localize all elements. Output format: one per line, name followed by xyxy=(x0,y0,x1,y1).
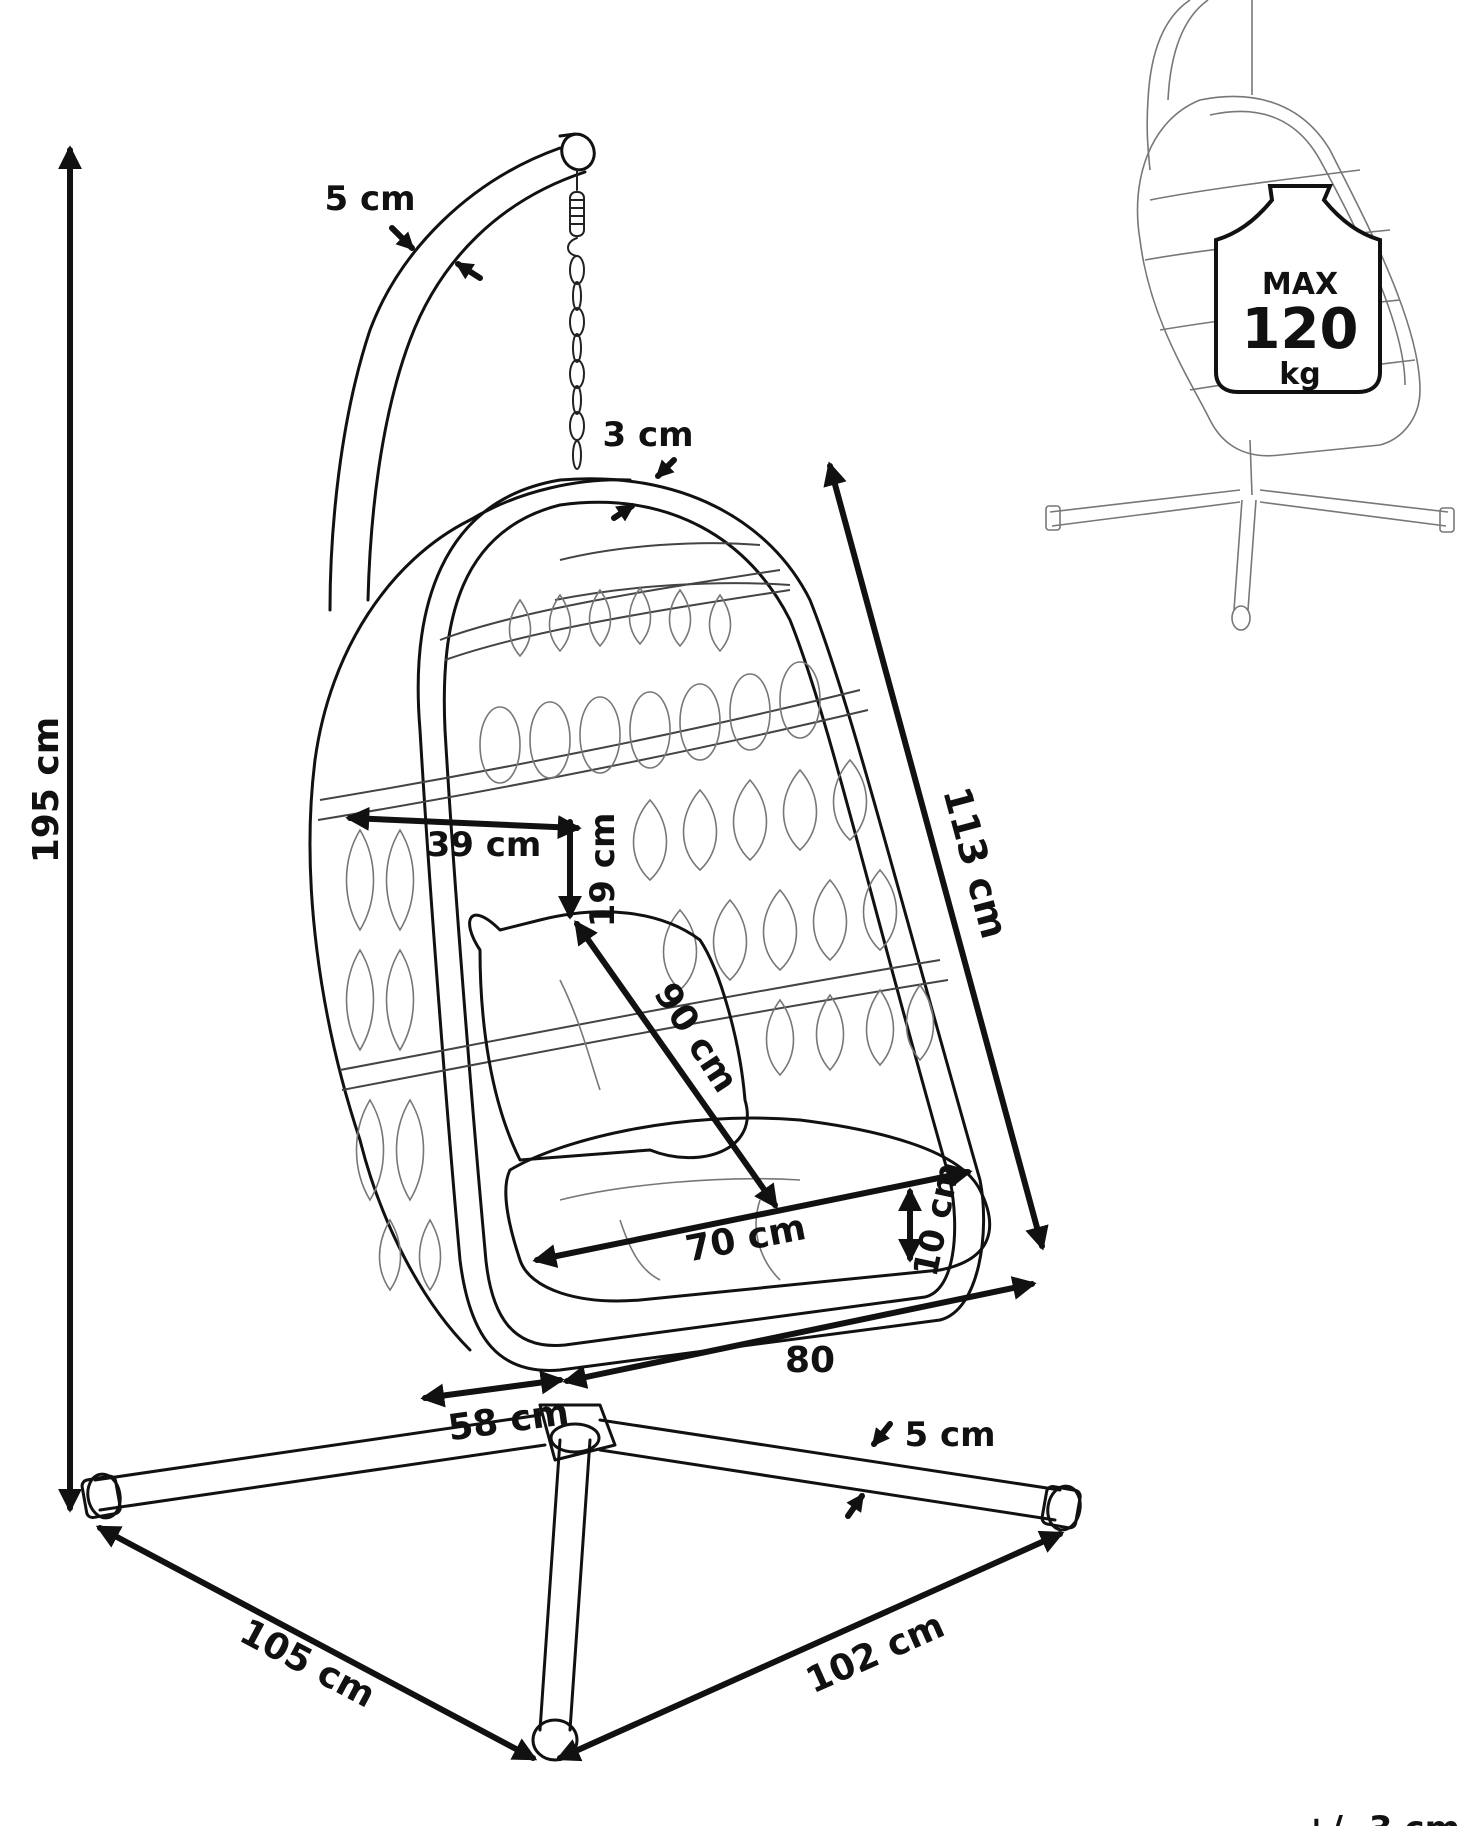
dim-line-80 xyxy=(562,1276,1037,1389)
dim-line-113 xyxy=(823,461,1049,1251)
label-113: 113 cm xyxy=(934,782,1017,943)
pointer-arm-b xyxy=(454,261,483,281)
dim-line-58 xyxy=(420,1370,565,1408)
weight-icon xyxy=(1214,184,1382,394)
chain xyxy=(567,169,585,470)
label-19: 19 cm xyxy=(583,813,623,928)
dim-line-70 xyxy=(532,1164,973,1268)
label-total-height: 195 cm xyxy=(26,717,67,864)
badge-max-label: MAX xyxy=(1262,267,1338,302)
chair-illustration xyxy=(80,132,1082,1762)
label-39: 39 cm xyxy=(427,825,542,865)
pointer-arm-a xyxy=(389,225,415,251)
pointer-base-a xyxy=(871,1421,893,1447)
label-tolerance: +/- 3 cm xyxy=(1302,1809,1460,1826)
dim-line-102 xyxy=(555,1530,1065,1762)
label-10: 10 cm xyxy=(906,1159,969,1280)
stand-base xyxy=(80,1403,1082,1762)
dim-line-39 xyxy=(345,806,582,840)
badge-unit: kg xyxy=(1279,357,1320,392)
label-frame-tube: 3 cm xyxy=(602,415,693,455)
max-load-badge: MAX 120 kg xyxy=(1214,184,1382,394)
dim-line-90 xyxy=(574,920,778,1209)
dimension-lines xyxy=(58,145,1065,1762)
badge-weight: 120 xyxy=(1242,297,1359,362)
pointer-frame-b xyxy=(611,503,635,522)
label-80: 80 xyxy=(785,1340,835,1381)
label-base-tube: 5 cm xyxy=(904,1415,995,1455)
dim-line-105 xyxy=(95,1525,538,1761)
label-arm-tube: 5 cm xyxy=(324,179,415,219)
dimension-labels: 195 cm 5 cm 3 cm 113 cm 39 cm 19 cm 90 c… xyxy=(26,179,1460,1830)
pointer-base-b xyxy=(845,1493,865,1519)
pointer-frame-a xyxy=(655,457,677,479)
stand-arm xyxy=(328,132,596,612)
